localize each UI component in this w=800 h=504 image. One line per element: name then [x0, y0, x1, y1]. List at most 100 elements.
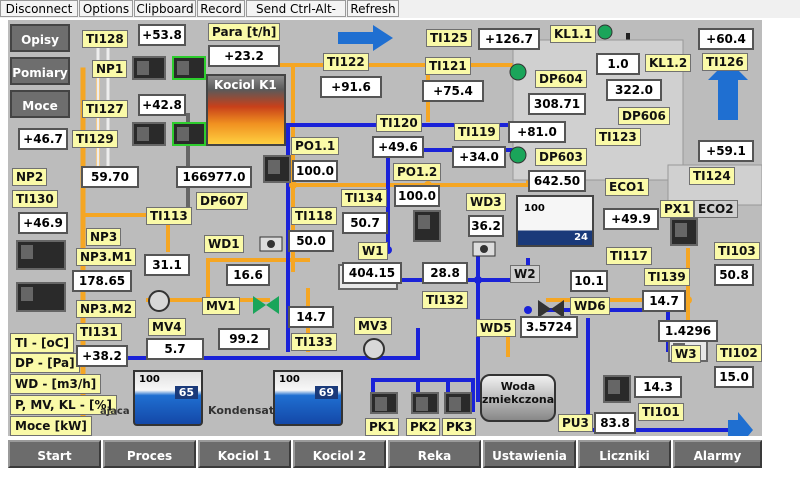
tag-ti128: TI128 — [82, 30, 128, 48]
tank-right[interactable]: 100 69 — [273, 370, 343, 426]
motor-mv3-icon[interactable] — [363, 338, 385, 360]
legend-dp: DP - [Pa] — [10, 353, 80, 373]
tag-ti123: TI123 — [595, 128, 641, 146]
tag-ti103: TI103 — [714, 242, 760, 260]
menu-opisy-button[interactable]: Opisy — [10, 24, 70, 52]
boiler-k1-icon[interactable]: Kociol K1 — [206, 74, 286, 146]
nav-proces-button[interactable]: Proces — [103, 440, 196, 468]
nav-kociol1-button[interactable]: Kociol 1 — [198, 440, 291, 468]
nav-kociol2-button[interactable]: Kociol 2 — [293, 440, 386, 468]
nav-alarmy-button[interactable]: Alarmy — [673, 440, 762, 468]
pump-pu3-icon[interactable] — [603, 375, 631, 403]
value-ti139: 14.7 — [642, 290, 686, 312]
send-ctrl-alt-del-button[interactable]: Send Ctrl-Alt-Del — [246, 0, 346, 33]
level-tank-scale: 100 — [524, 203, 545, 214]
menu-moce-button[interactable]: Moce — [10, 90, 70, 118]
flow-arrow-up-right — [708, 60, 748, 120]
pump-pk1-icon[interactable] — [370, 392, 398, 414]
nav-start-button[interactable]: Start — [8, 440, 101, 468]
level-tank-indicator: 100 24 — [516, 195, 594, 247]
valve-mv1-icon[interactable] — [253, 296, 279, 314]
value-wd5: 3.5724 — [520, 316, 578, 338]
tag-ti134: TI134 — [341, 189, 387, 207]
value-ti129: +46.7 — [18, 128, 68, 150]
tag-ti124: TI124 — [689, 167, 735, 185]
value-ti126: +60.4 — [698, 28, 754, 50]
tag-px1: PX1 — [660, 200, 695, 218]
value-po12: 100.0 — [394, 185, 440, 207]
pump-pk3-icon[interactable] — [444, 392, 472, 414]
control-valve-mv4-icon[interactable] — [148, 290, 170, 312]
status-lamp-kl11 — [597, 24, 613, 40]
valve-wd6-icon[interactable] — [538, 300, 564, 318]
tag-wd5: WD5 — [476, 319, 516, 337]
value-w1: 404.15 — [342, 262, 402, 284]
legend-moce: Moce [kW] — [10, 416, 92, 436]
tag-ti102: TI102 — [716, 344, 762, 362]
value-wd3: 36.2 — [468, 215, 504, 237]
disconnect-button[interactable]: Disconnect — [0, 0, 78, 17]
value-ti133: 14.7 — [288, 306, 334, 328]
value-dp606: 322.0 — [606, 79, 662, 101]
tag-kl12: KL1.2 — [645, 54, 692, 72]
nav-ustawienia-button[interactable]: Ustawienia — [483, 440, 576, 468]
pump-np2-b-icon[interactable] — [172, 122, 206, 146]
value-np2: 59.70 — [81, 166, 139, 188]
value-dp603: 642.50 — [528, 170, 586, 192]
tank-left-caption-partial: ajaca — [100, 406, 130, 417]
tag-pk1: PK1 — [365, 418, 400, 436]
value-dp604: 308.71 — [528, 93, 586, 115]
value-ti103: 50.8 — [714, 264, 754, 286]
nav-liczniki-button[interactable]: Liczniki — [578, 440, 671, 468]
tag-w2: W2 — [510, 265, 540, 283]
soft-water-tank[interactable]: Woda zmiekczona — [480, 374, 556, 422]
status-lamp-dp603 — [509, 146, 527, 164]
pump-np1-b-icon[interactable] — [172, 56, 206, 80]
tag-ti122: TI122 — [323, 53, 369, 71]
pump-px1-icon[interactable] — [670, 218, 698, 246]
options-button[interactable]: Options — [79, 0, 133, 17]
value-pu3: 83.8 — [594, 412, 636, 434]
level-tank-pct: 24 — [574, 232, 588, 243]
tag-mv1: MV1 — [202, 297, 240, 315]
value-ti121: +75.4 — [422, 80, 484, 102]
tag-ti117: TI117 — [606, 247, 652, 265]
value-w3: 1.4296 — [658, 320, 718, 342]
pump-np3-m1-icon[interactable] — [16, 240, 66, 270]
pump-po11-icon[interactable] — [263, 155, 291, 183]
clipboard-button[interactable]: Clipboard — [134, 0, 196, 17]
pump-np1-a-icon[interactable] — [132, 56, 166, 80]
tag-pk3: PK3 — [442, 418, 477, 436]
nav-reka-button[interactable]: Reka — [388, 440, 481, 468]
tank-right-level: 69 — [314, 386, 338, 399]
status-lamp-dp604 — [509, 63, 527, 81]
value-w1b: 28.8 — [422, 262, 468, 284]
pump-np3-m2-icon[interactable] — [16, 282, 66, 312]
value-np3-m1: 178.65 — [72, 270, 132, 292]
value-ti101: 14.3 — [634, 376, 682, 398]
menu-pomiary-button[interactable]: Pomiary — [10, 57, 70, 85]
tag-ti101: TI101 — [638, 403, 684, 421]
tag-np3: NP3 — [86, 228, 122, 246]
pump-np2-a-icon[interactable] — [132, 122, 166, 146]
value-ti124: +59.1 — [698, 140, 754, 162]
tag-mv3: MV3 — [354, 317, 392, 335]
refresh-button[interactable]: Refresh — [347, 0, 399, 17]
tag-ti121: TI121 — [425, 57, 471, 75]
value-ti127: +42.8 — [138, 94, 186, 116]
value-po11: 100.0 — [292, 160, 338, 182]
valve-wd3-icon[interactable] — [471, 240, 497, 258]
tag-np3-m2: NP3.M2 — [76, 300, 137, 318]
tank-left[interactable]: 100 65 — [133, 370, 203, 426]
value-ti134: 50.7 — [342, 212, 388, 234]
valve-wd1-icon[interactable] — [258, 235, 284, 253]
value-ti122: +91.6 — [320, 76, 382, 98]
value-kl12: 1.0 — [596, 53, 640, 75]
pump-pk2-icon[interactable] — [411, 392, 439, 414]
legend-wd: WD - [m3/h] — [10, 374, 102, 394]
tag-po12: PO1.2 — [393, 163, 442, 181]
pump-po12-icon[interactable] — [413, 210, 441, 242]
tag-np1: NP1 — [92, 60, 128, 78]
record-button[interactable]: Record — [197, 0, 245, 17]
value-ti128: +53.8 — [138, 24, 186, 46]
